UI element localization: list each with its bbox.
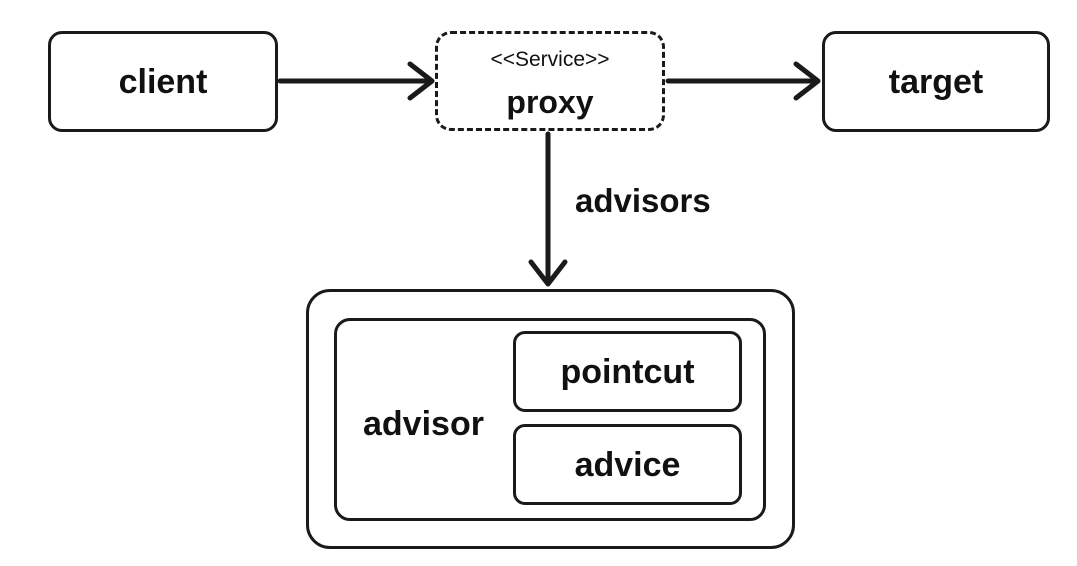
target-label: target xyxy=(888,62,984,101)
pointcut-node: pointcut xyxy=(513,331,742,412)
arrow-proxy-to-advisors xyxy=(528,131,568,287)
client-node: client xyxy=(48,31,278,132)
target-node: target xyxy=(822,31,1050,132)
proxy-node: <<Service>> proxy xyxy=(435,31,665,131)
arrow-proxy-to-target xyxy=(665,61,821,101)
arrow-client-to-proxy xyxy=(277,61,435,101)
client-label: client xyxy=(118,62,208,101)
pointcut-label: pointcut xyxy=(560,352,695,391)
advisor-label: advisor xyxy=(363,405,484,443)
proxy-label: proxy xyxy=(506,84,594,120)
proxy-stereotype: <<Service>> xyxy=(490,48,610,71)
advisors-edge-label: advisors xyxy=(575,182,711,219)
advice-node: advice xyxy=(513,424,742,505)
advice-label: advice xyxy=(574,445,681,484)
